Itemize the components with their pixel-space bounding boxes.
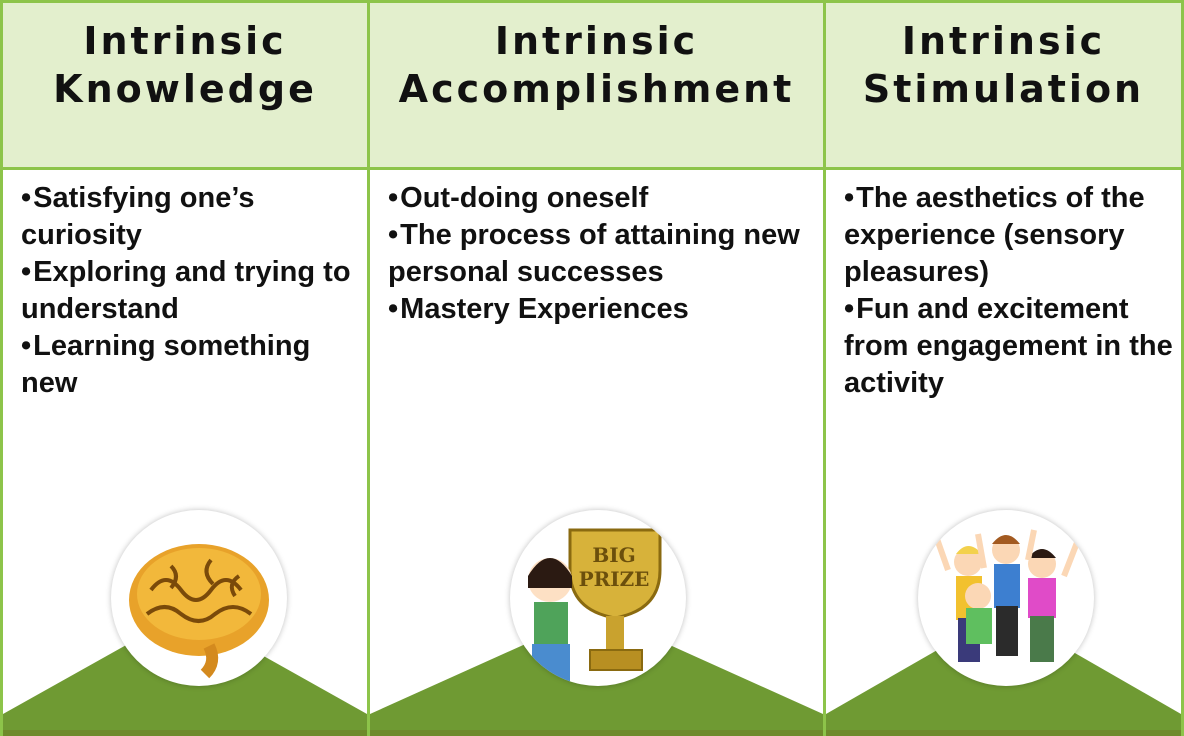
list-item: •Satisfying one’s curiosity (21, 182, 255, 251)
trophy-text-line-2: PRIZE (579, 567, 650, 591)
header-intrinsic-accomplishment: Intrinsic Accomplishment (370, 0, 826, 170)
bullet-list: •Out-doing oneself •The process of attai… (370, 170, 823, 328)
column-title: Intrinsic Accomplishment (399, 17, 795, 113)
baseline (3, 730, 367, 736)
list-item: •The aesthetics of the experience (senso… (844, 182, 1145, 288)
body-intrinsic-stimulation: •The aesthetics of the experience (senso… (826, 170, 1184, 736)
baseline (826, 730, 1181, 736)
column-title: Intrinsic Stimulation (863, 17, 1144, 113)
title-line-2: Knowledge (53, 67, 317, 111)
list-item: •The process of attaining new personal s… (388, 219, 800, 288)
cheering-people-icon (918, 510, 1094, 686)
title-line-1: Intrinsic (83, 19, 287, 63)
list-item: •Fun and excitement from engagement in t… (844, 293, 1173, 399)
title-line-2: Accomplishment (398, 67, 795, 111)
list-item: •Out-doing oneself (388, 182, 649, 214)
header-intrinsic-knowledge: Intrinsic Knowledge (0, 0, 370, 170)
brain-icon (111, 510, 287, 686)
title-line-1: Intrinsic (494, 19, 699, 63)
body-intrinsic-knowledge: •Satisfying one’s curiosity •Exploring a… (0, 170, 370, 736)
list-item: •Exploring and trying to understand (21, 256, 351, 325)
title-line-1: Intrinsic (901, 19, 1106, 63)
body-intrinsic-accomplishment: •Out-doing oneself •The process of attai… (370, 170, 826, 736)
list-item: •Mastery Experiences (388, 293, 689, 325)
title-line-2: Stimulation (862, 67, 1145, 111)
bullet-list: •The aesthetics of the experience (senso… (826, 170, 1181, 402)
baseline (370, 730, 823, 736)
column-title: Intrinsic Knowledge (53, 17, 317, 113)
list-item: •Learning something new (21, 330, 311, 399)
trophy-text-line-1: BIG (592, 543, 635, 567)
bullet-list: •Satisfying one’s curiosity •Exploring a… (3, 170, 367, 402)
header-intrinsic-stimulation: Intrinsic Stimulation (826, 0, 1184, 170)
trophy-icon: BIG PRIZE (510, 510, 686, 686)
